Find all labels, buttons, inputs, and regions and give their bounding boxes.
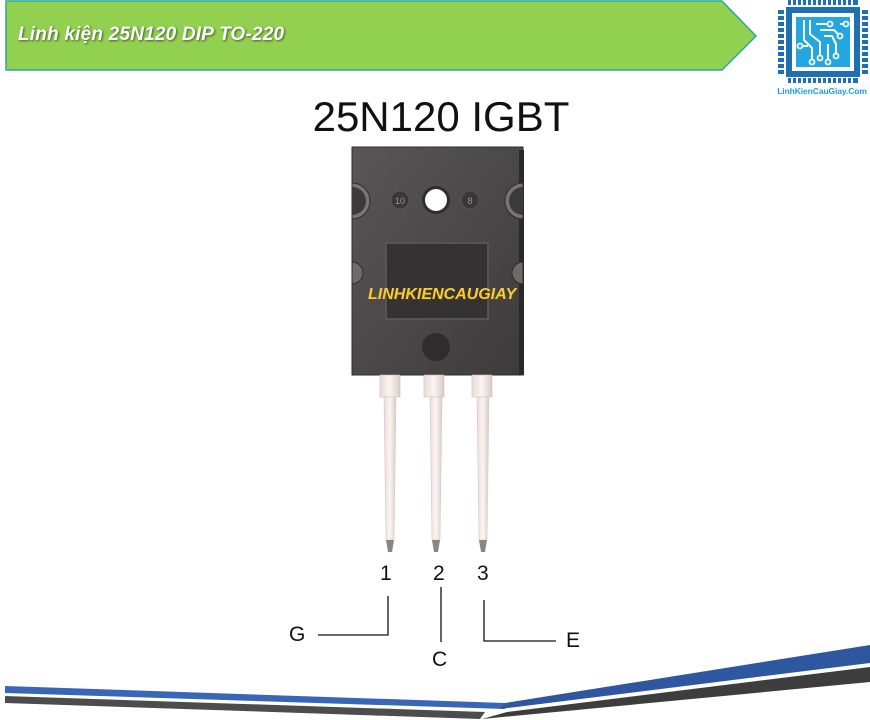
- footer-stripes-decoration: [5, 645, 870, 719]
- pin-3-label-emitter: E: [566, 629, 581, 652]
- logo-text: LinhKienCauGiay.Com: [777, 86, 867, 96]
- circuit-chip-icon: [778, 0, 868, 83]
- figure-heading: 25N120 IGBT: [312, 93, 570, 140]
- title-banner: Linh kiện 25N120 DIP TO-220: [0, 0, 760, 72]
- slide-title: Linh kiện 25N120 DIP TO-220: [18, 24, 285, 45]
- pin-1-label-gate: G: [289, 623, 306, 646]
- pin-2-number: 2: [433, 562, 445, 585]
- site-logo: LinhKienCauGiay.Com: [774, 0, 870, 100]
- watermark-text: LINHKIENCAUGIAY: [368, 286, 517, 303]
- pin-3-number: 3: [477, 562, 489, 585]
- marking-left: 10: [395, 196, 405, 206]
- pin-1-number: 1: [380, 562, 392, 585]
- pin-2-label-collector: C: [432, 648, 448, 671]
- marking-right: 8: [467, 196, 472, 206]
- arrow-banner-shape: [5, 0, 758, 71]
